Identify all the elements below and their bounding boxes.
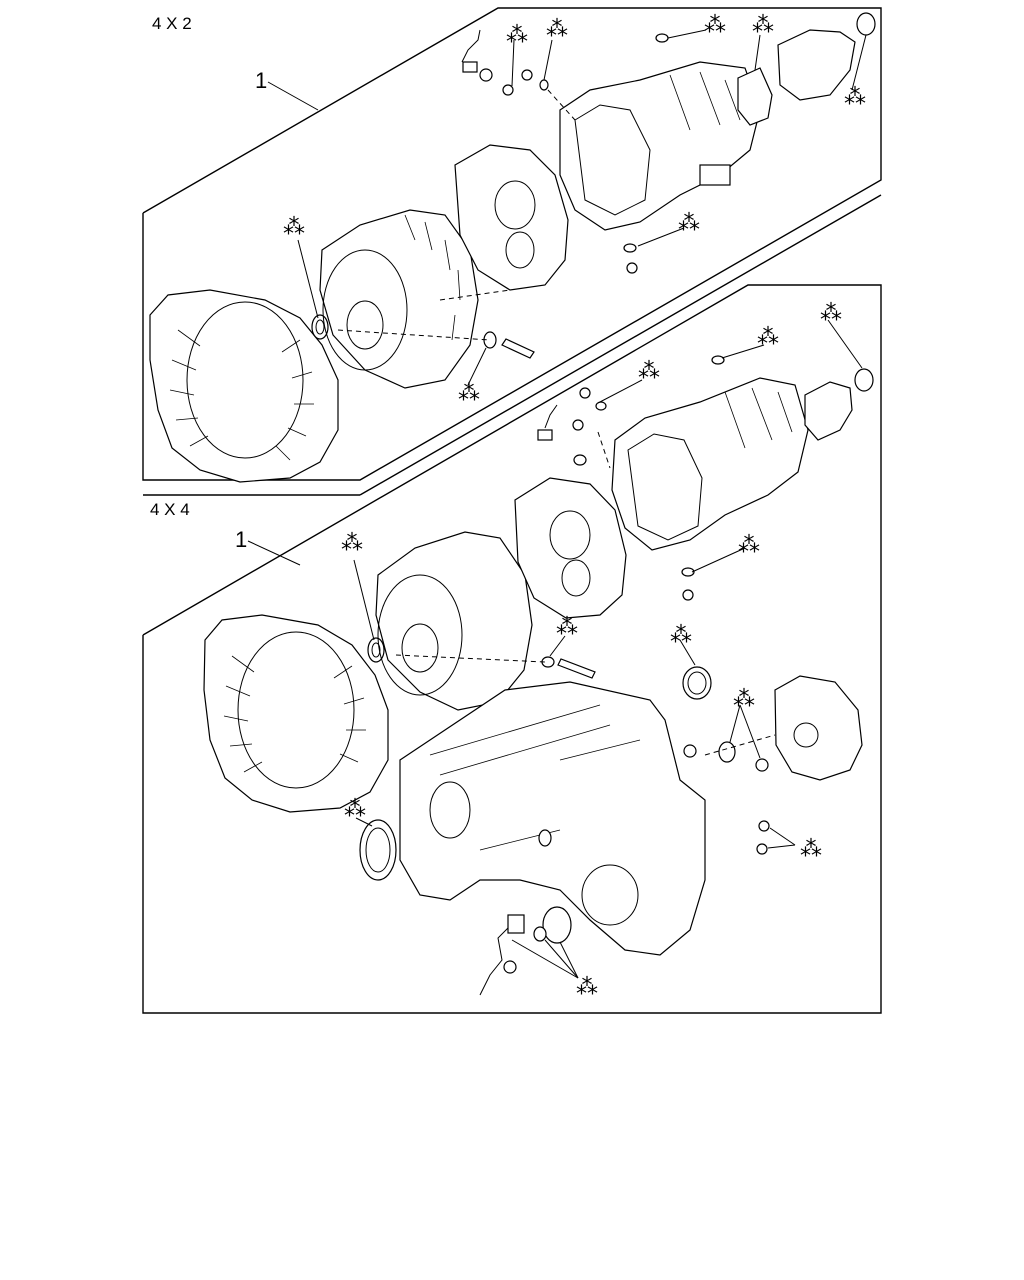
marker: ⁂ [704,13,726,38]
marker: ⁂ [341,531,363,556]
sensor-4x4 [537,387,607,466]
section-label-4x4: 4 X 4 [150,500,190,519]
marker: ⁂ [733,687,755,712]
marker: ⁂ [844,85,866,110]
bolt-4x2 [483,33,669,359]
marker: ⁂ [638,359,660,384]
section-4x4-frame [142,284,882,1014]
marker: ⁂ [738,533,760,558]
rear-cover-4x4 [774,675,863,781]
gasket-4x2 [737,67,773,126]
marker: ⁂ [757,325,779,350]
leaders-4x4 [353,319,863,979]
ref-leader-4x4 [247,540,301,566]
oil-seal-4x4 [367,637,385,663]
marker: ⁂ [820,301,842,326]
ref-leader-4x2 [267,81,319,111]
sensor-4x2 [461,29,549,96]
adaptor-plate-4x2 [454,144,569,291]
oil-seal-4x2 [311,314,329,340]
ref-number-4x2: 1 [255,68,267,93]
note-markers: ⁂ ⁂ ⁂ ⁂ ⁂ ⁂ ⁂ ⁂ ⁂ ⁂ ⁂ ⁂ ⁂ ⁂ ⁂ ⁂ ⁂ ⁂ ⁂ [283,13,866,1000]
section-label-4x2: 4 X 2 [152,14,192,33]
marker: ⁂ [283,215,305,240]
ref-number-4x4: 1 [235,527,247,552]
marker: ⁂ [556,615,578,640]
transfer-case-4x4 [399,681,706,956]
adaptor-plate-4x4 [514,477,627,619]
marker: ⁂ [458,381,480,406]
section-4x2-frame [142,7,882,481]
speed-sensor-4x4 [479,914,525,996]
marker: ⁂ [678,211,700,236]
extension-housing-4x2 [777,12,876,101]
small-seals-4x4 [359,355,770,944]
marker: ⁂ [800,837,822,862]
leaders-4x2 [297,29,867,386]
clutch-housing-4x2 [319,209,479,389]
transmission-case-4x2 [559,61,761,231]
output-seal-4x4 [682,666,712,700]
marker: ⁂ [344,797,366,822]
marker: ⁂ [752,13,774,38]
clutch-housing-4x4 [375,531,533,711]
extension-housing-4x4 [804,368,874,441]
marker: ⁂ [576,975,598,1000]
marker: ⁂ [670,623,692,648]
bell-housing-4x4 [203,614,389,813]
section-separator-diagonal [359,194,882,496]
marker: ⁂ [546,17,568,42]
bell-housing-4x2 [149,289,339,483]
marker: ⁂ [506,23,528,48]
transmission-case-4x4 [611,377,809,551]
